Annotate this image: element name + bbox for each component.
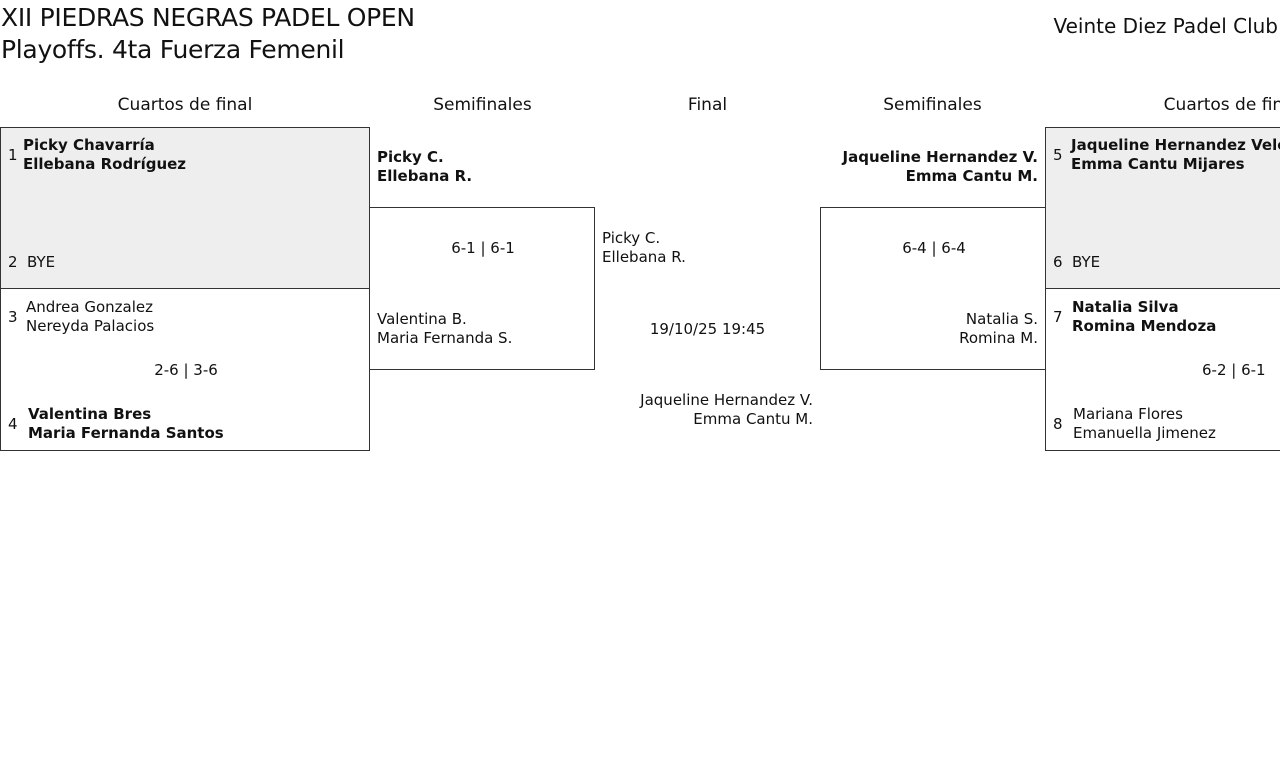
bye-label: BYE [1072,253,1101,271]
match-box-quarterfinal-1[interactable]: 1 Picky Chavarría Ellebana Rodríguez 2 B… [0,127,370,289]
player-name: Maria Fernanda Santos [28,424,224,442]
venue-name: Veinte Diez Padel Club [1053,14,1278,38]
match-score: 6-2 | 6-1 [1202,361,1266,379]
player-name: Natalia S. [965,310,1038,328]
player-name: Ellebana R. [377,167,473,185]
player-name: Andrea Gonzalez [26,298,153,316]
seed-number: 1 [8,146,18,164]
player-name: Mariana Flores [1073,405,1183,423]
page-subtitle: Playoffs. 4ta Fuerza Femenil [1,35,345,64]
player-name: Emanuella Jimenez [1073,424,1216,442]
seed-number: 6 [1053,253,1063,271]
player-name: Ellebana R. [602,248,686,266]
page-title: XII PIEDRAS NEGRAS PADEL OPEN [1,3,415,32]
player-name: Jaqueline Hernandez V. [842,148,1039,166]
player-name: Valentina Bres [28,405,152,423]
seed-number: 2 [8,253,18,271]
player-name: Ellebana Rodríguez [23,155,187,173]
player-name: Jaqueline Hernandez Velez [1071,136,1280,154]
match-box-quarterfinal-4[interactable]: 7 Natalia Silva Romina Mendoza 6-2 | 6-1… [1045,288,1280,451]
match-datetime: 19/10/25 19:45 [649,320,766,338]
player-name: Natalia Silva [1072,298,1179,316]
player-name: Picky Chavarría [23,136,155,154]
player-name: Emma Cantu M. [693,410,813,428]
round-header-final: Final [687,95,728,115]
player-name: Romina M. [959,329,1038,347]
match-box-semifinal-left[interactable]: 6-1 | 6-1 Valentina B. Maria Fernanda S. [369,207,595,370]
player-name: Nereyda Palacios [26,317,155,335]
round-header-right-quarterfinals: Cuartos de final [1163,95,1280,115]
round-header-left-semifinals: Semifinales [433,95,532,115]
round-header-right-semifinals: Semifinales [883,95,982,115]
round-header-left-quarterfinals: Cuartos de final [117,95,253,115]
player-name: Maria Fernanda S. [377,329,513,347]
player-name: Jaqueline Hernandez V. [640,391,813,409]
match-box-quarterfinal-3[interactable]: 5 Jaqueline Hernandez Velez Emma Cantu M… [1045,127,1280,289]
seed-number: 3 [8,308,18,326]
match-score: 6-4 | 6-4 [902,239,966,257]
seed-number: 5 [1053,146,1063,164]
match-score: 2-6 | 3-6 [154,361,218,379]
player-name: Emma Cantu Mijares [1071,155,1245,173]
player-name: Emma Cantu M. [905,167,1038,185]
bye-label: BYE [27,253,56,271]
match-score: 6-1 | 6-1 [451,239,515,257]
player-name: Picky C. [602,229,661,247]
seed-number: 8 [1053,415,1063,433]
seed-number: 4 [8,415,18,433]
player-name: Picky C. [377,148,444,166]
player-name: Romina Mendoza [1072,317,1217,335]
match-box-quarterfinal-2[interactable]: 3 Andrea Gonzalez Nereyda Palacios 2-6 |… [0,288,370,451]
player-name: Valentina B. [377,310,467,328]
seed-number: 7 [1053,308,1063,326]
match-box-semifinal-right[interactable]: 6-4 | 6-4 Natalia S. Romina M. [820,207,1046,370]
